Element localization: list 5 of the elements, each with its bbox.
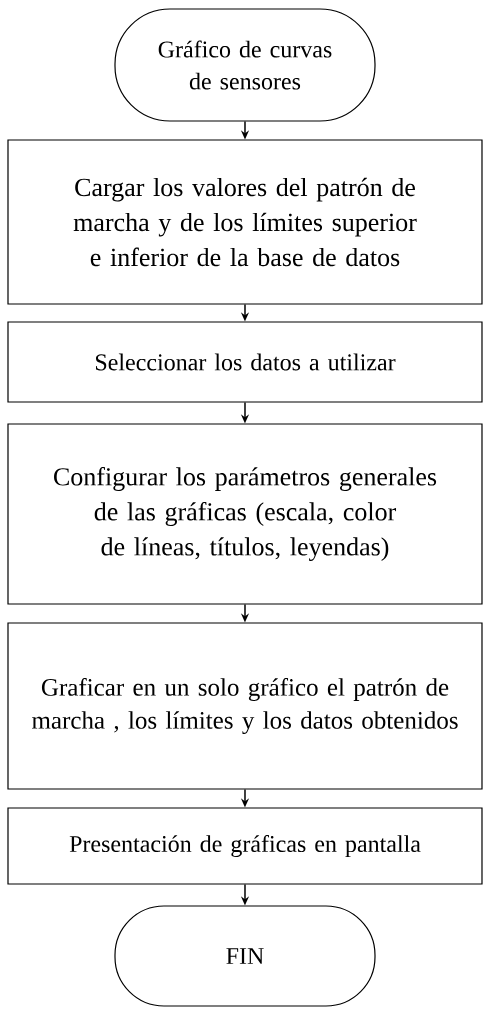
process-box: Graficar en un solo gráfico el patrón de marcha , los límites y los datos obtenidos <box>7 622 483 790</box>
process-box: Configurar los parámetros generales de las gráficas (escala, color de líneas, títulos, leyendas) <box>7 423 483 605</box>
process-box: Presentación de gráficas en pantalla <box>7 807 483 885</box>
process-box: Seleccionar los datos a utilizar <box>7 321 483 403</box>
process-box: Cargar los valores del patrón de marcha y de los límites superior e inferior de la base de datos <box>7 139 483 305</box>
